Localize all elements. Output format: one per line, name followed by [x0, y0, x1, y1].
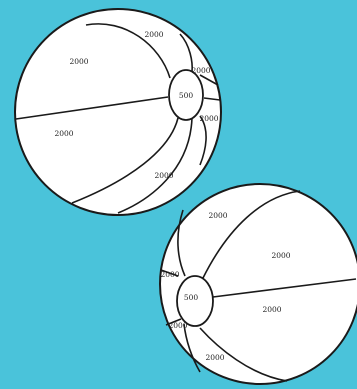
ball-2-panel-label: 2000 — [271, 251, 290, 260]
ball-2-panel-label: 2000 — [205, 353, 224, 362]
ball-1-panel-label: 2000 — [54, 129, 73, 138]
beach-ball-1: 500 2000 2000 2000 2000 2000 2000 — [15, 9, 221, 215]
ball-2-panel-label: 2000 — [208, 211, 227, 220]
ball-1-panel-label: 2000 — [144, 30, 163, 39]
ball-2-panel-label: 2000 — [160, 270, 179, 279]
ball-1-panel-label: 2000 — [69, 57, 88, 66]
ball-2-panel-label: 2000 — [262, 305, 281, 314]
ball-1-panel-label: 2000 — [154, 171, 173, 180]
ball-1-hub-label: 500 — [179, 91, 194, 100]
ball-2-hub-label: 500 — [184, 293, 199, 302]
ball-1-panel-label: 2000 — [199, 114, 218, 123]
beach-ball-2: 500 2000 2000 2000 2000 2000 2000 — [160, 184, 357, 384]
ball-2-panel-label: 2000 — [168, 321, 187, 330]
ball-1-panel-label: 2000 — [191, 66, 210, 75]
